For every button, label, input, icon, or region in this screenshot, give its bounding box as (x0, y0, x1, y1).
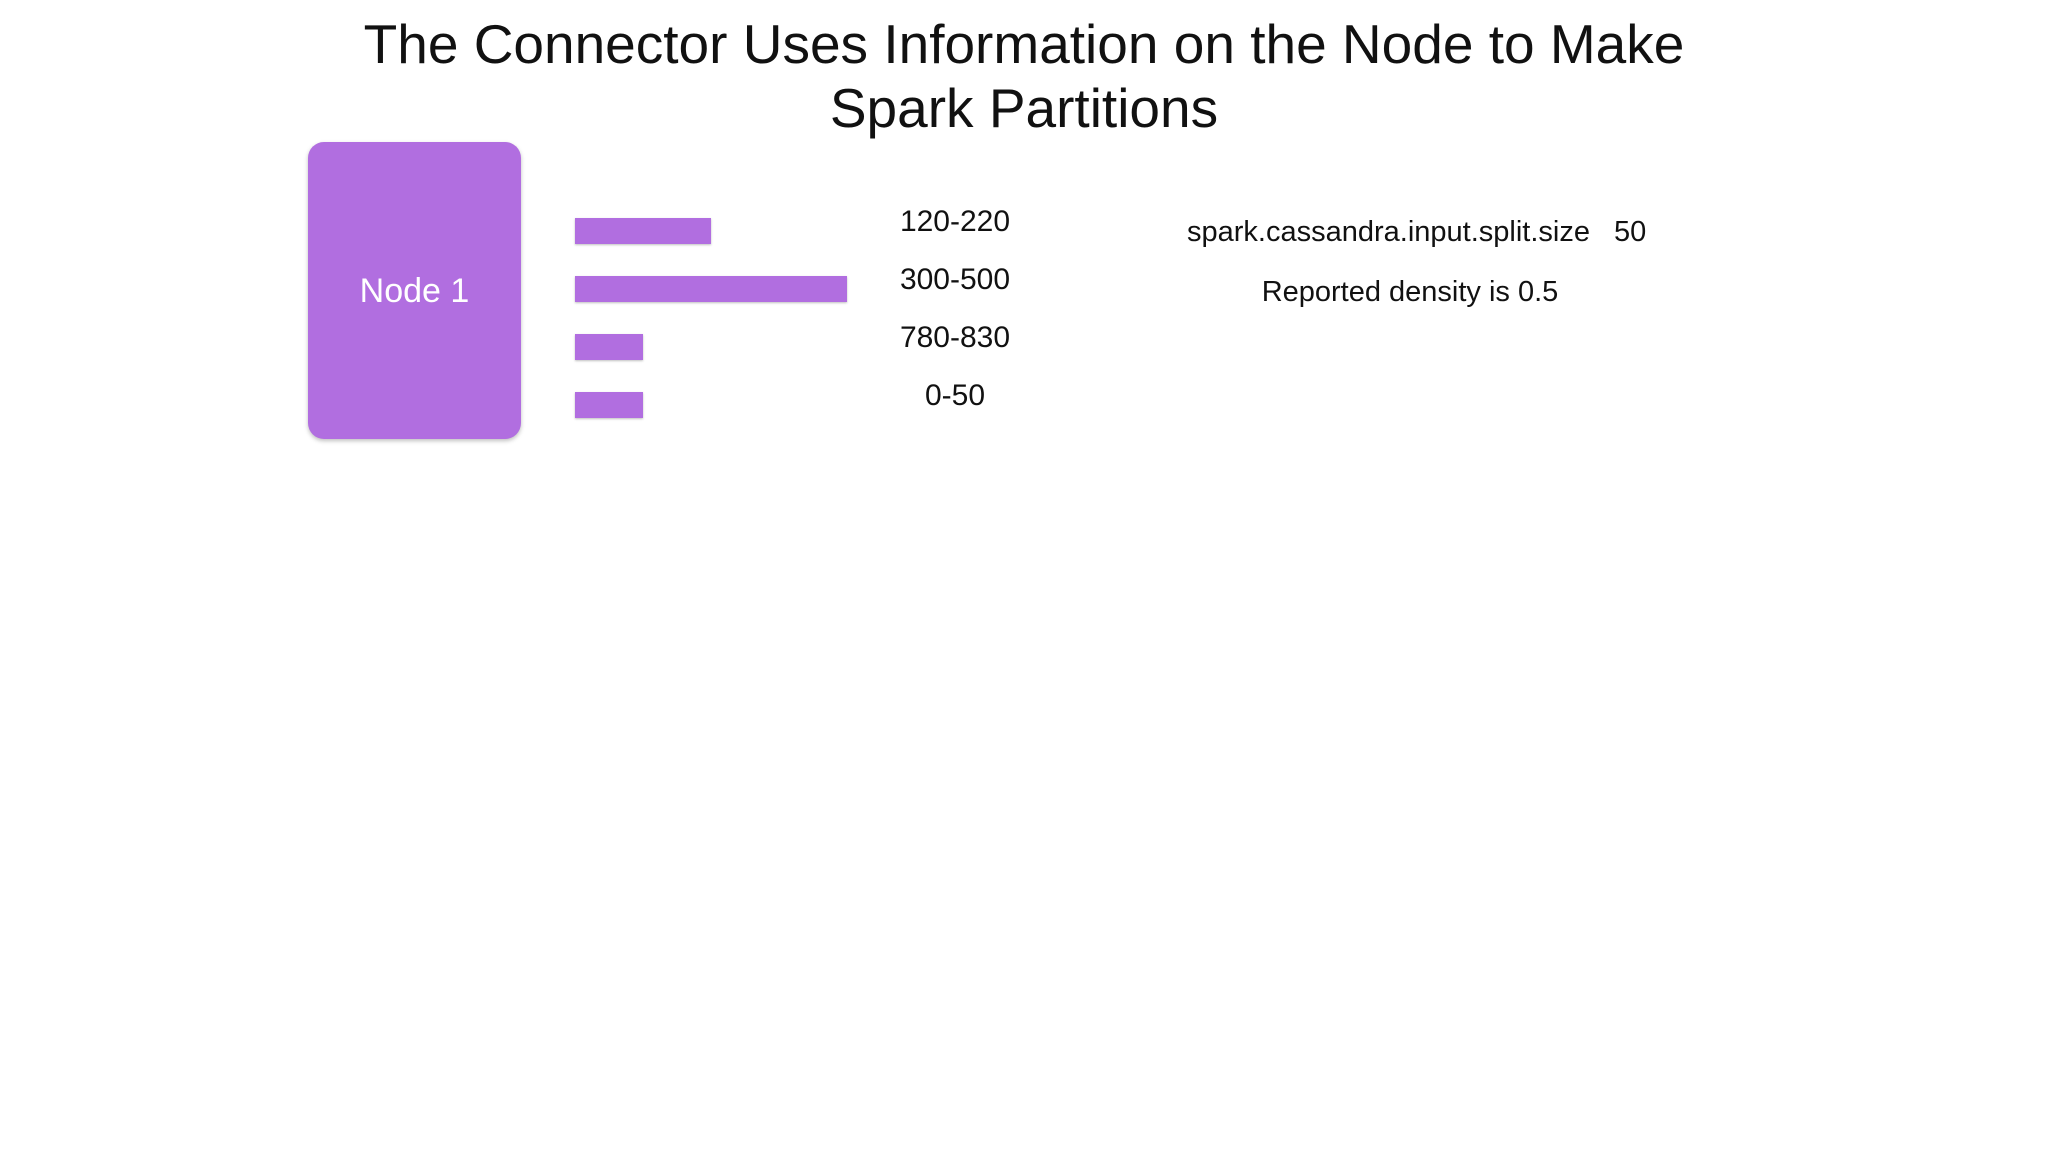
slide-title-line-2: Spark Partitions (829, 77, 1219, 139)
token-range-label: 300-500 (899, 263, 1011, 296)
node-label: Node 1 (359, 271, 470, 310)
token-range-bar (575, 334, 643, 360)
token-range-label: 120-220 (899, 205, 1011, 238)
token-range-label: 0-50 (924, 379, 986, 412)
split-size-setting-name: spark.cassandra.input.split.size (1187, 216, 1590, 248)
token-range-bar (575, 392, 643, 418)
reported-density-text: Reported density is 0.5 (1261, 276, 1559, 308)
token-range-label: 780-830 (899, 321, 1011, 354)
token-range-bar (575, 218, 711, 244)
node-box: Node 1 (308, 142, 521, 439)
split-size-setting-value: 50 (1614, 216, 1647, 248)
slide-title-line-1: The Connector Uses Information on the No… (363, 13, 1685, 75)
token-range-bar (575, 276, 847, 302)
